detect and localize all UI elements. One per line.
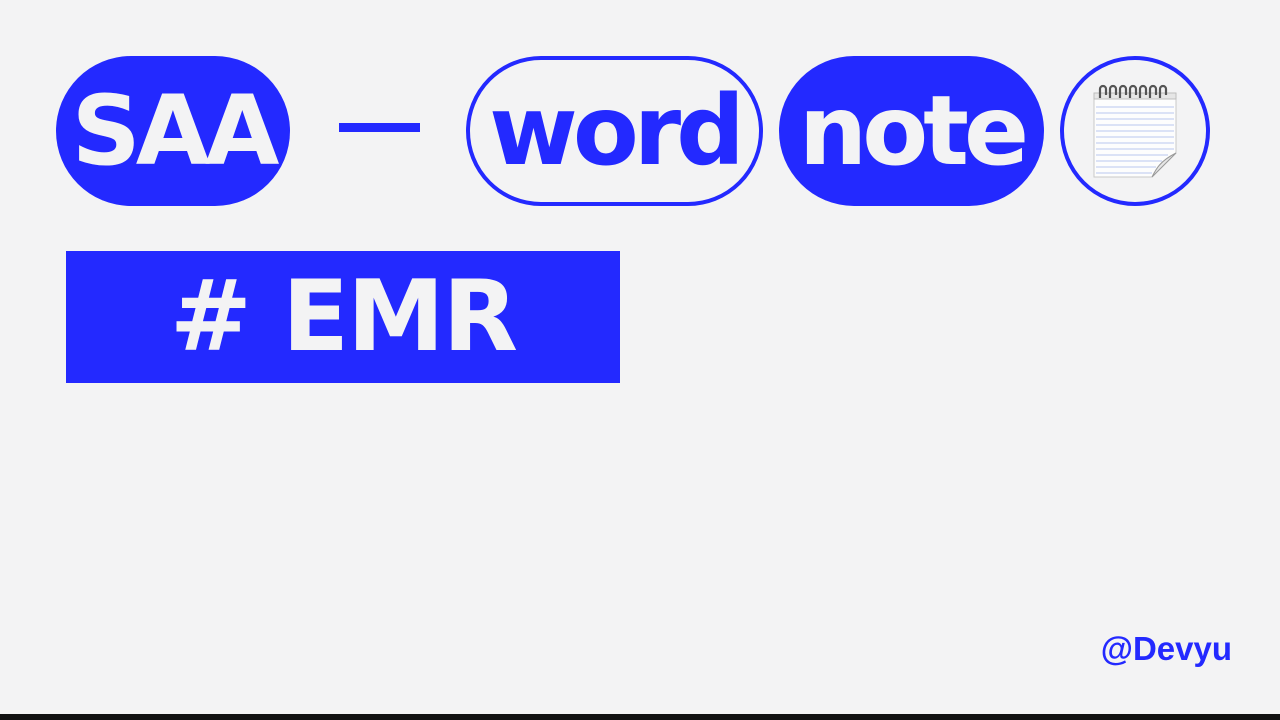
bottom-border [0,714,1280,720]
title-word-text: word [489,75,745,187]
title-note-text: note [798,75,1029,187]
topic-tag: # EMR [66,251,620,383]
title-saa-text: SAA [71,75,280,187]
title-dash [339,123,420,132]
author-handle: @Devyu [1100,630,1232,667]
notepad-icon-circle [1060,56,1210,206]
title-word-pill: word [466,56,763,206]
title-note-pill: note [779,56,1044,206]
topic-tag-text: # EMR [169,260,518,374]
title-saa-pill: SAA [56,56,290,206]
spiral-notepad-icon [1093,84,1177,178]
